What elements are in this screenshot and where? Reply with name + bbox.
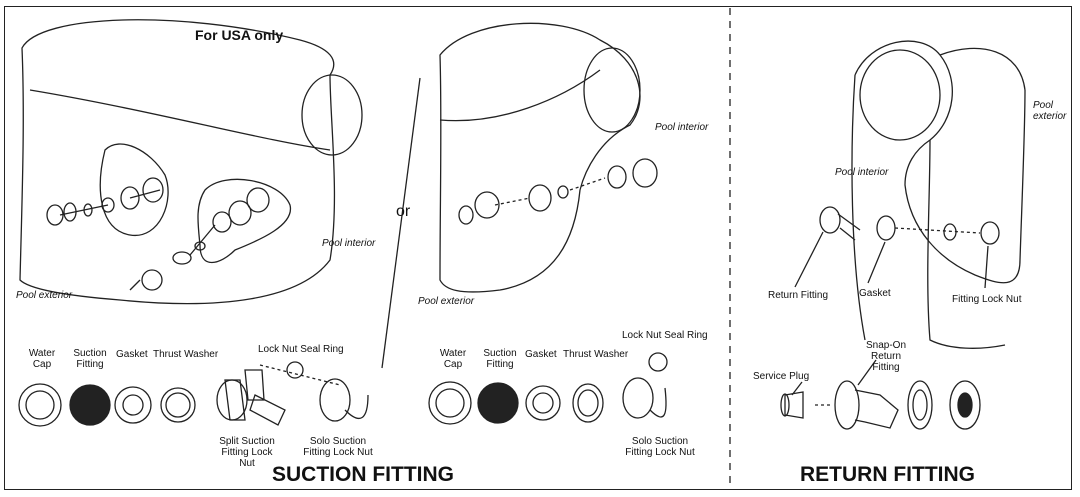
pool-exterior-label-1: Pool exterior xyxy=(16,290,73,301)
solo-lock-nut-2 xyxy=(622,377,654,419)
water-cap-label-2: Water Cap xyxy=(439,348,467,370)
pipe-end-3 xyxy=(859,49,941,141)
cutout-2 xyxy=(197,178,291,263)
lock-nut-seal-ring-label-1: Lock Nut Seal Ring xyxy=(258,344,344,355)
lock-nut-seal-ring-label-2: Lock Nut Seal Ring xyxy=(622,330,708,341)
return-fitting-title: RETURN FITTING xyxy=(800,463,975,486)
suction-fitting-title: SUCTION FITTING xyxy=(272,463,454,486)
pool-interior-label-2: Pool interior xyxy=(655,122,709,133)
gasket-2 xyxy=(525,385,561,421)
thrust-washer-1 xyxy=(160,387,196,423)
lock-nut-seal-ring-1 xyxy=(286,361,304,379)
pool-interior-label-1: Pool interior xyxy=(322,238,376,249)
gasket-label-3: Gasket xyxy=(859,288,891,299)
pipe-end-2 xyxy=(583,47,641,133)
service-plug xyxy=(784,391,804,419)
water-cap-2 xyxy=(428,381,472,425)
snap-on-label: Snap-On Return Fitting xyxy=(865,340,907,373)
split-lock-nut-label: Split Suction Fitting Lock Nut xyxy=(219,436,275,469)
split-lock-nut xyxy=(224,369,286,426)
or-text: or xyxy=(396,203,411,220)
solo-lock-nut-label-2: Solo Suction Fitting Lock Nut xyxy=(625,436,695,458)
suction-fitting-2 xyxy=(477,382,519,424)
water-cap-1 xyxy=(18,383,62,427)
pool-wall-1 xyxy=(19,19,336,305)
panel-divider-diagonal xyxy=(381,77,421,369)
solo-lock-nut-1 xyxy=(319,378,351,422)
snap-on-return-fitting xyxy=(834,380,860,430)
water-cap-label-1: Water Cap xyxy=(28,348,56,370)
pool-interior-label-3: Pool interior xyxy=(835,167,889,178)
service-plug-label: Service Plug xyxy=(753,371,810,382)
return-fitting-label: Return Fitting xyxy=(768,290,829,301)
pool-wall-2 xyxy=(439,22,641,293)
suction-fitting-1 xyxy=(69,384,111,426)
diagram-frame xyxy=(4,6,1072,490)
gasket-1 xyxy=(114,386,152,424)
thrust-washer-2 xyxy=(572,383,604,423)
gasket-label-2: Gasket xyxy=(525,349,557,360)
pool-wall-3 xyxy=(854,40,1026,284)
pool-exterior-label-2: Pool exterior xyxy=(418,296,475,307)
thrust-washer-label-2: Thrust Washer xyxy=(563,349,629,360)
pool-exterior-label-3: Pool exterior xyxy=(1033,100,1067,122)
thrust-washer-label-1: Thrust Washer xyxy=(153,349,219,360)
suction-fitting-label-2: Suction Fitting xyxy=(483,348,517,370)
fitting-lock-nut-label: Fitting Lock Nut xyxy=(952,294,1022,305)
suction-fitting-label-1: Suction Fitting xyxy=(73,348,107,370)
lock-nut-seal-ring-2 xyxy=(648,352,668,372)
pipe-end-1 xyxy=(301,74,363,156)
top-note: For USA only xyxy=(195,27,284,43)
cutout-1 xyxy=(99,143,169,236)
gasket-label-1: Gasket xyxy=(116,349,148,360)
solo-lock-nut-label-1: Solo Suction Fitting Lock Nut xyxy=(303,436,373,458)
